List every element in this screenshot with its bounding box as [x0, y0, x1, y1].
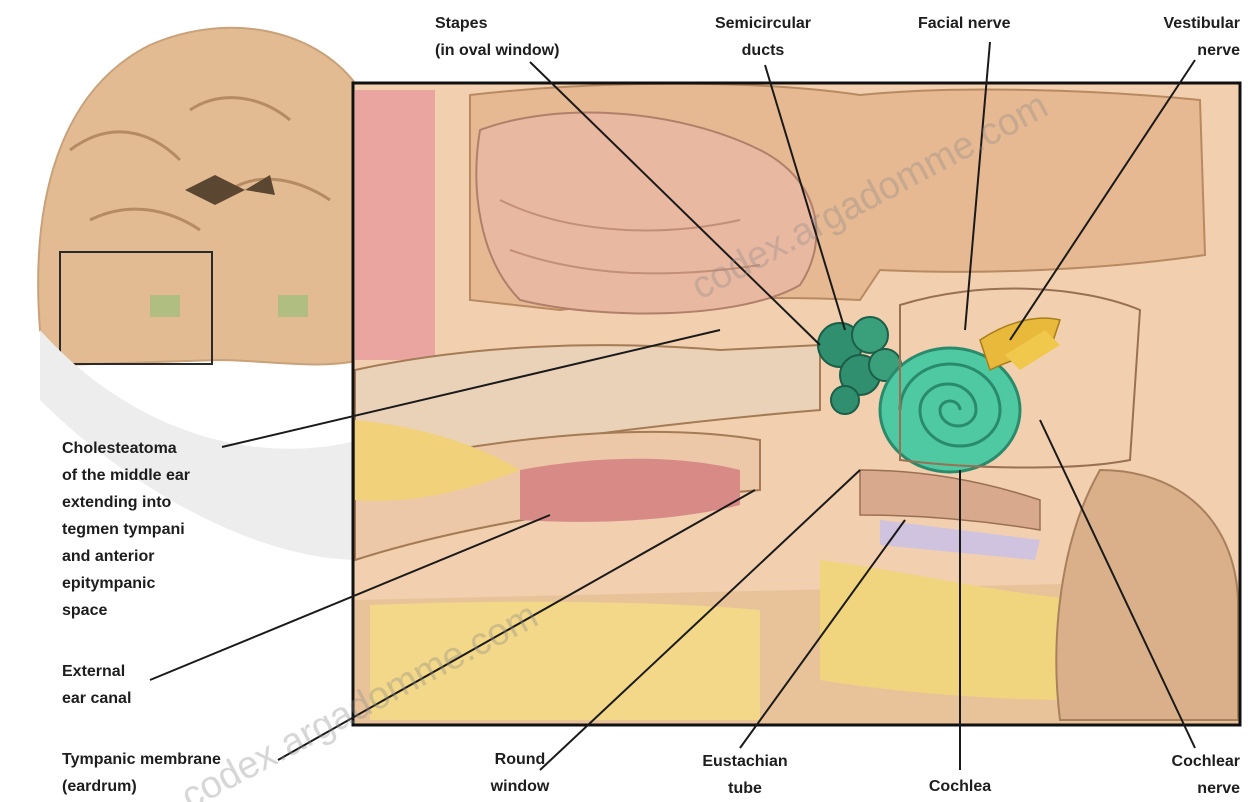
label-vestibular-nerve-line1: Vestibular: [1118, 10, 1240, 37]
label-cholesteatoma-line7: space: [62, 597, 190, 624]
label-round-window: Round window: [470, 746, 570, 800]
label-cochlea: Cochlea: [910, 773, 1010, 800]
label-external-ear-canal-line1: External: [62, 658, 131, 685]
label-tympanic-membrane-line2: (eardrum): [62, 773, 221, 800]
label-stapes-line1: Stapes: [435, 10, 559, 37]
label-semicircular-ducts: Semicircular ducts: [693, 10, 833, 64]
label-cholesteatoma-line1: Cholesteatoma: [62, 435, 190, 462]
label-cholesteatoma-line3: extending into: [62, 489, 190, 516]
label-cholesteatoma-line2: of the middle ear: [62, 462, 190, 489]
label-round-window-line2: window: [470, 773, 570, 800]
label-cochlea-line1: Cochlea: [910, 773, 1010, 800]
label-cholesteatoma-line6: epitympanic: [62, 570, 190, 597]
label-cochlear-nerve: Cochlear nerve: [1128, 748, 1240, 802]
label-semicircular-ducts-line1: Semicircular: [693, 10, 833, 37]
label-cochlear-nerve-line2: nerve: [1128, 775, 1240, 802]
label-facial-nerve-line1: Facial nerve: [918, 10, 1011, 37]
label-eustachian-tube: Eustachian tube: [680, 748, 810, 802]
label-vestibular-nerve-line2: nerve: [1118, 37, 1240, 64]
label-stapes: Stapes (in oval window): [435, 10, 559, 64]
label-stapes-line2: (in oval window): [435, 37, 559, 64]
label-tympanic-membrane-line1: Tympanic membrane: [62, 746, 221, 773]
label-semicircular-ducts-line2: ducts: [693, 37, 833, 64]
label-round-window-line1: Round: [470, 746, 570, 773]
label-cochlear-nerve-line1: Cochlear: [1128, 748, 1240, 775]
label-external-ear-canal-line2: ear canal: [62, 685, 131, 712]
label-eustachian-tube-line1: Eustachian: [680, 748, 810, 775]
label-facial-nerve: Facial nerve: [918, 10, 1011, 37]
label-external-ear-canal: External ear canal: [62, 658, 131, 712]
label-vestibular-nerve: Vestibular nerve: [1118, 10, 1240, 64]
label-tympanic-membrane: Tympanic membrane (eardrum): [62, 746, 221, 800]
label-cholesteatoma-line5: and anterior: [62, 543, 190, 570]
label-cholesteatoma-line4: tegmen tympani: [62, 516, 190, 543]
label-cholesteatoma: Cholesteatoma of the middle ear extendin…: [62, 435, 190, 624]
label-eustachian-tube-line2: tube: [680, 775, 810, 802]
